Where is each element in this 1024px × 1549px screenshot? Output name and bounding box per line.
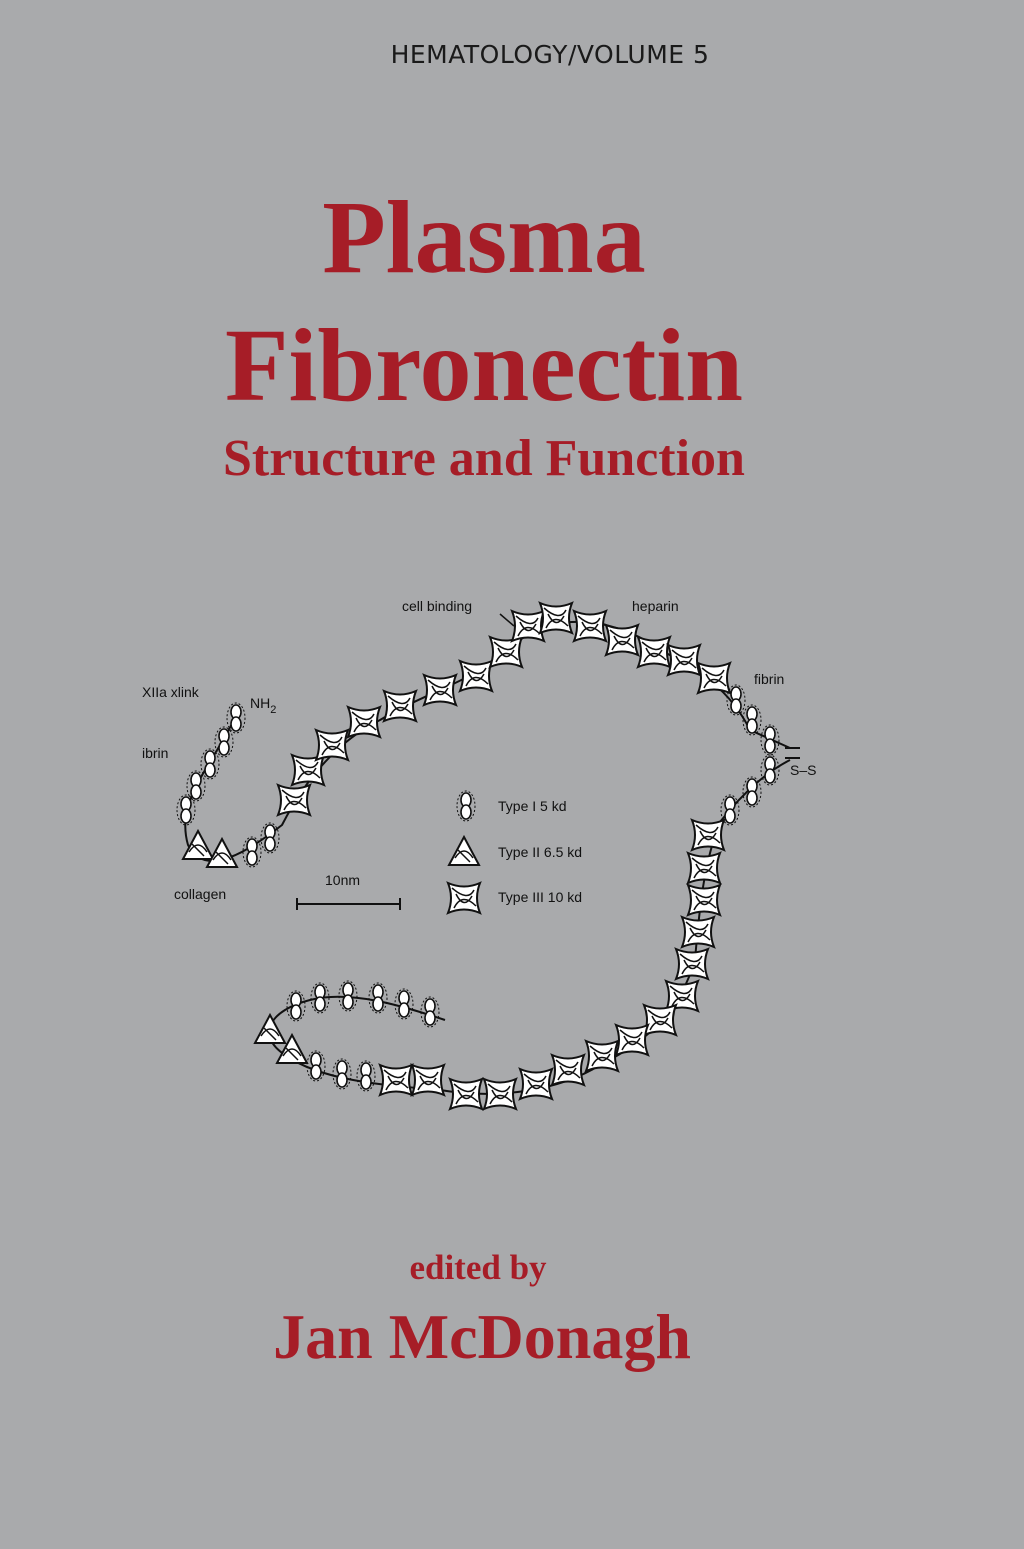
title-line-2: Fibronectin — [224, 308, 744, 423]
legend-type-ii: Type II 6.5 kd — [498, 844, 582, 860]
series-label: HEMATOLOGY/VOLUME 5 — [390, 40, 710, 69]
chain-a-modules — [176, 602, 780, 868]
disulfide-bridge — [785, 747, 800, 759]
scale-bar — [296, 898, 401, 910]
editor-name: Jan McDonagh — [273, 1301, 691, 1372]
label-scale: 10nm — [325, 872, 360, 888]
label-heparin: heparin — [632, 598, 679, 614]
subtitle: Structure and Function — [223, 430, 745, 487]
label-fibrin-right: fibrin — [754, 671, 784, 687]
edited-by-label: edited by — [409, 1248, 547, 1287]
label-ss: S–S — [790, 762, 816, 778]
legend-type-iii: Type III 10 kd — [498, 889, 582, 905]
type-ii-module-icon — [448, 836, 480, 866]
cell-binding-pointer — [499, 613, 515, 627]
label-nh2: NH2 — [250, 695, 276, 716]
label-xlink: XIIa xlink — [142, 684, 200, 700]
legend: Type I 5 kd Type II 6.5 kd Type III 10 k… — [447, 790, 582, 914]
label-collagen: collagen — [174, 886, 226, 902]
type-i-module-icon — [456, 790, 476, 822]
label-fibrin-left: ibrin — [142, 745, 168, 761]
legend-type-i: Type I 5 kd — [498, 798, 566, 814]
label-cell-binding: cell binding — [402, 598, 472, 614]
type-iii-module-icon — [447, 882, 481, 914]
title-line-1: Plasma — [322, 180, 646, 295]
